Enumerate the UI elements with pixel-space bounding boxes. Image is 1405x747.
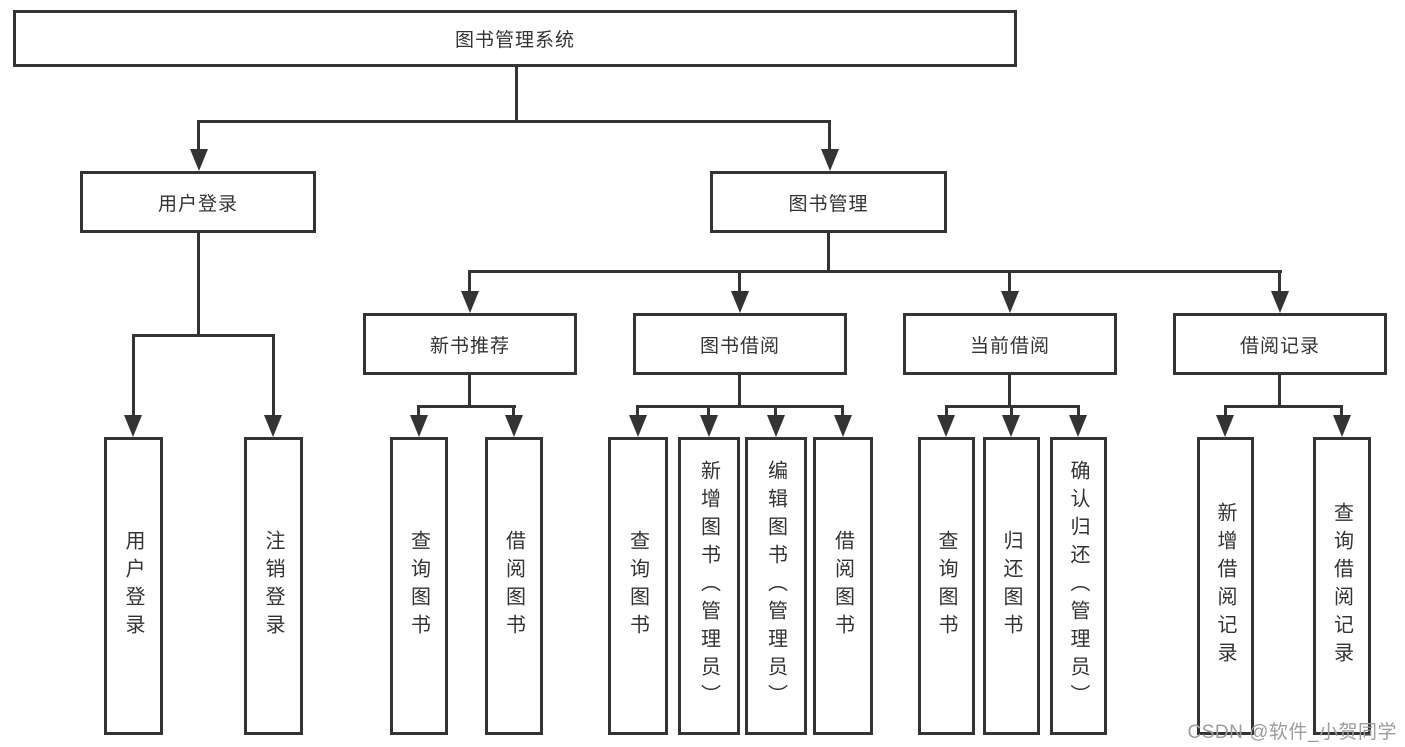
arrow-to-borrow-records xyxy=(1271,291,1289,313)
leaf-cb-confirm-return-admin-label: 确认归还（管理员） xyxy=(1067,460,1089,712)
arrow-to-br-add xyxy=(1216,415,1234,437)
leaf-cb-return-book-label: 归还图书 xyxy=(1000,530,1022,642)
connector-stem-borrow-records xyxy=(1278,270,1281,293)
arrow-to-nb-query xyxy=(410,415,428,437)
leaf-nb-query-book: 查询图书 xyxy=(390,437,448,735)
connector-bookborrow-hbar xyxy=(636,405,844,408)
leaf-br-add-record: 新增借阅记录 xyxy=(1197,437,1254,735)
node-current-borrow-label: 当前借阅 xyxy=(969,335,1050,357)
leaf-bb-add-book-admin-label: 新增图书（管理员） xyxy=(697,460,720,712)
connector-root-stub xyxy=(515,66,518,122)
connector-stem-bb-borrow xyxy=(841,405,844,417)
arrow-to-book-management xyxy=(821,149,839,171)
arrow-to-bb-query xyxy=(629,415,647,437)
arrow-to-leaf-logout xyxy=(264,415,282,437)
connector-stem-current-borrow xyxy=(1008,270,1011,293)
leaf-user-login: 用户登录 xyxy=(104,437,163,735)
arrow-to-current-borrow xyxy=(1001,291,1019,313)
leaf-bb-borrow-book: 借阅图书 xyxy=(813,437,873,735)
connector-bookmgmt-hbar xyxy=(468,270,1282,273)
leaf-nb-borrow-book: 借阅图书 xyxy=(485,437,543,735)
arrow-to-cb-query xyxy=(937,415,955,437)
connector-userlogin-hbar xyxy=(132,334,275,337)
leaf-bb-query-book-label: 查询图书 xyxy=(626,530,649,642)
node-current-borrow: 当前借阅 xyxy=(903,313,1117,375)
connector-stem-bb-edit xyxy=(774,405,777,417)
connector-stem-br-query xyxy=(1340,405,1343,417)
arrow-to-bb-add xyxy=(700,415,718,437)
arrow-to-user-login xyxy=(190,149,208,171)
leaf-bb-edit-book-admin: 编辑图书（管理员） xyxy=(745,437,807,735)
leaf-cb-query-book: 查询图书 xyxy=(918,437,975,735)
connector-stem-nb-borrow xyxy=(512,405,515,417)
connector-stem-new-book xyxy=(468,270,471,293)
connector-stem-book-management xyxy=(828,120,831,151)
node-book-management-label: 图书管理 xyxy=(788,193,869,215)
node-borrow-records: 借阅记录 xyxy=(1173,313,1387,375)
leaf-br-query-record-label: 查询借阅记录 xyxy=(1330,502,1353,670)
connector-root-hbar xyxy=(197,120,831,123)
leaf-br-query-record: 查询借阅记录 xyxy=(1313,437,1371,735)
node-book-borrow: 图书借阅 xyxy=(633,313,847,375)
arrow-to-new-book xyxy=(461,291,479,313)
connector-userlogin-stub xyxy=(197,233,200,337)
connector-newbook-hbar xyxy=(417,405,516,408)
node-user-login-label: 用户登录 xyxy=(157,193,238,215)
leaf-bb-edit-book-admin-label: 编辑图书（管理员） xyxy=(764,460,787,712)
connector-stem-bb-add xyxy=(707,405,710,417)
node-borrow-records-label: 借阅记录 xyxy=(1239,335,1320,357)
leaf-nb-query-book-label: 查询图书 xyxy=(407,530,430,642)
leaf-br-add-record-label: 新增借阅记录 xyxy=(1214,502,1236,670)
node-user-login: 用户登录 xyxy=(80,171,316,233)
connector-borrowrecords-hbar xyxy=(1224,405,1343,408)
node-book-management: 图书管理 xyxy=(710,171,947,233)
node-new-book-recommend-label: 新书推荐 xyxy=(429,335,510,357)
connector-stem-bb-query xyxy=(636,405,639,417)
connector-stem-br-add xyxy=(1224,405,1227,417)
arrow-to-cb-return xyxy=(1002,415,1020,437)
leaf-cb-confirm-return-admin: 确认归还（管理员） xyxy=(1050,437,1107,735)
leaf-cb-return-book: 归还图书 xyxy=(983,437,1040,735)
connector-stem-book-borrow xyxy=(738,270,741,293)
node-root-label: 图书管理系统 xyxy=(454,30,575,51)
arrow-to-bb-edit xyxy=(767,415,785,437)
node-book-borrow-label: 图书借阅 xyxy=(699,335,780,357)
connector-stem-leaf-login xyxy=(132,334,135,417)
connector-newbook-stub xyxy=(468,375,471,408)
connector-bookborrow-stub xyxy=(738,375,741,408)
leaf-bb-add-book-admin: 新增图书（管理员） xyxy=(678,437,740,735)
connector-stem-nb-query xyxy=(417,405,420,417)
leaf-logout-label: 注销登录 xyxy=(262,530,284,642)
connector-stem-cb-return xyxy=(1010,405,1013,417)
node-root: 图书管理系统 xyxy=(13,10,1017,67)
connector-stem-cb-query xyxy=(945,405,948,417)
leaf-nb-borrow-book-label: 借阅图书 xyxy=(502,530,525,642)
leaf-bb-query-book: 查询图书 xyxy=(608,437,668,735)
connector-bookmgmt-stub xyxy=(827,233,830,273)
arrow-to-bb-borrow xyxy=(834,415,852,437)
node-new-book-recommend: 新书推荐 xyxy=(363,313,577,375)
leaf-logout: 注销登录 xyxy=(244,437,303,735)
connector-stem-cb-confirm xyxy=(1077,405,1080,417)
connector-currentborrow-stub xyxy=(1008,375,1011,408)
arrow-to-nb-borrow xyxy=(505,415,523,437)
watermark: CSDN @软件_小贺同学 xyxy=(1187,722,1397,743)
arrow-to-leaf-login xyxy=(124,415,142,437)
arrow-to-book-borrow xyxy=(731,291,749,313)
connector-borrowrecords-stub xyxy=(1278,375,1281,408)
leaf-bb-borrow-book-label: 借阅图书 xyxy=(831,530,854,642)
leaf-user-login-label: 用户登录 xyxy=(122,530,144,642)
connector-stem-leaf-logout xyxy=(272,334,275,417)
arrow-to-cb-confirm xyxy=(1069,415,1087,437)
connector-stem-user-login xyxy=(197,120,200,151)
arrow-to-br-query xyxy=(1333,415,1351,437)
leaf-cb-query-book-label: 查询图书 xyxy=(935,530,957,642)
